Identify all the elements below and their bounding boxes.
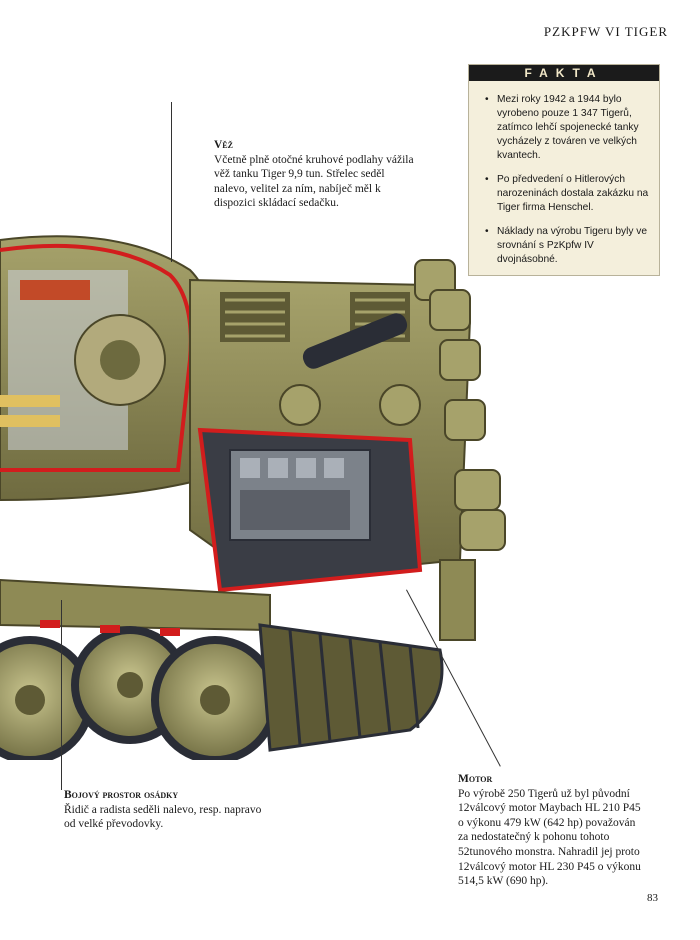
- facts-list: Mezi roky 1942 a 1944 bylo vyrobeno pouz…: [485, 93, 651, 267]
- facts-header: FAKTA: [469, 65, 659, 81]
- callout-crew-text: Řidič a radista seděli nalevo, resp. nap…: [64, 803, 262, 831]
- page-number: 83: [647, 892, 658, 904]
- leader-crew: [61, 600, 62, 790]
- facts-item: Náklady na výrobu Tigeru byly ve srovnán…: [485, 225, 651, 267]
- road-wheels: [0, 626, 279, 760]
- callout-tower: Věž Včetně plně otočné kruhové podlahy v…: [214, 138, 414, 211]
- facts-item: Po předvedení o Hitlerových narozeninách…: [485, 173, 651, 215]
- running-head: PZKPFW VI TIGER: [543, 24, 668, 39]
- facts-box: FAKTA Mezi roky 1942 a 1944 bylo vyroben…: [468, 64, 660, 276]
- rear-air-cleaners: [414, 259, 506, 551]
- tank-cutaway-illustration: [0, 235, 506, 760]
- facts-item: Mezi roky 1942 a 1944 bylo vyrobeno pouz…: [485, 93, 651, 163]
- callout-motor: Motor Po výrobě 250 Tigerů už byl původn…: [458, 772, 648, 889]
- callout-motor-title: Motor: [458, 773, 493, 785]
- callout-crew: Bojový prostor osádky Řidič a radista se…: [64, 788, 264, 832]
- rear-plate: [439, 559, 476, 641]
- callout-crew-title: Bojový prostor osádky: [64, 789, 179, 801]
- callout-tower-text: Včetně plně otočné kruhové podlahy vážil…: [214, 153, 414, 210]
- callout-tower-title: Věž: [214, 139, 233, 151]
- deck-spring: [302, 313, 408, 369]
- callout-motor-text: Po výrobě 250 Tigerů už byl původní 12vá…: [458, 787, 641, 888]
- leader-tower: [171, 102, 172, 262]
